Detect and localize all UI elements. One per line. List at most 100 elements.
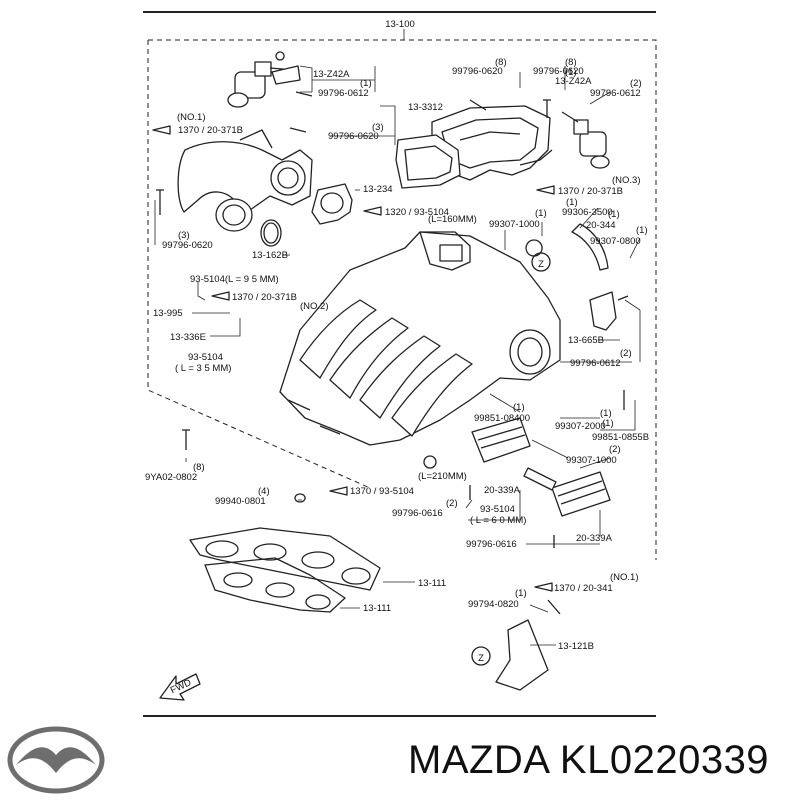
callout: 20-344 <box>586 220 616 231</box>
callout: ( L = 3 5 MM) <box>175 363 231 374</box>
callout: (8) <box>193 462 205 473</box>
callout: (2) <box>609 444 621 455</box>
callout: 99796-0616 <box>466 539 517 550</box>
callout: (3) <box>372 122 384 133</box>
callout: (NO.1) <box>177 112 206 123</box>
callout: 99796-0620 <box>162 240 213 251</box>
throttle-body-bore <box>509 329 551 375</box>
callout: (NO.2) <box>300 301 329 312</box>
assembly-number: 13-100 <box>385 19 415 30</box>
air-bypass-valve-left <box>227 51 301 108</box>
callout: (2) <box>630 78 642 89</box>
callout: 93-5104 <box>480 504 515 515</box>
callout: (1) <box>513 402 525 413</box>
z-marker-upper-label: Z <box>538 259 544 270</box>
callout: (NO.1) <box>610 572 639 583</box>
callout: 13-336E <box>170 332 206 343</box>
callout: 99796-0620 <box>452 66 503 77</box>
plenum-gasket <box>395 134 461 189</box>
callout: 99796-0620 <box>328 131 379 142</box>
callout: 1370 / 20-371B <box>178 125 243 136</box>
callout: (1) <box>360 78 372 89</box>
hose-20-344 <box>571 223 609 271</box>
callout: 13-111 <box>418 578 446 589</box>
callout: 1370 / 93-5104 <box>350 486 414 497</box>
callout: 13-3312 <box>408 102 443 113</box>
upper-plenum-cover <box>431 105 553 181</box>
z-marker-lower-label: Z <box>478 653 484 664</box>
callout: 20-339A <box>576 533 613 544</box>
callout: 99796-0612 <box>590 88 641 99</box>
callout: 13-234 <box>363 184 393 195</box>
callout: 13-Z42A <box>555 76 592 87</box>
callout: 1320 / 93-5104 <box>385 207 449 218</box>
cover-20-339A-upper <box>471 417 531 463</box>
callout: 99796-0616 <box>392 508 443 519</box>
callout-labels: 13-Z42A (1) 99796-0612 (NO.1) 1370 / 20-… <box>145 57 649 652</box>
callout: 1370 / 20-371B <box>232 292 297 303</box>
callout: (8) <box>565 57 577 68</box>
callout: 93-5104(L = 9 5 MM) <box>190 274 279 285</box>
callout: ( L = 6 0 MM) <box>470 515 526 526</box>
callout: 99851-0855B <box>592 432 649 443</box>
callout: (L=210MM) <box>418 471 467 482</box>
callout: (1) <box>566 197 578 208</box>
mazda-logo-icon <box>7 726 105 794</box>
callout: 93-5104 <box>188 352 223 363</box>
callout: 1370 / 20-371B <box>558 186 623 197</box>
z-marker-lower <box>471 646 491 666</box>
callout: (8) <box>495 57 507 68</box>
reference-arrow-icons <box>152 125 555 592</box>
callout: 99307-0800 <box>590 236 641 247</box>
bracket-13-121B <box>495 619 549 691</box>
callout: (1) <box>602 418 614 429</box>
callout: (1) <box>608 209 620 220</box>
callout: 9YA02-0802 <box>145 472 197 483</box>
brand-part-number: MAZDA KL0220339 <box>408 738 770 782</box>
callout: (1) <box>636 225 648 236</box>
assembly-boundary <box>147 39 657 560</box>
intake-manifold-lower <box>279 231 561 469</box>
gasket-13-234 <box>311 183 353 225</box>
leader-lines <box>154 65 641 646</box>
air-bypass-valve-right <box>561 111 610 169</box>
callout: 99940-0801 <box>215 496 266 507</box>
callout: 13-111 <box>363 603 391 614</box>
callout: (2) <box>620 348 632 359</box>
callout: 13-121B <box>558 641 594 652</box>
callout: 99796-0612 <box>318 88 369 99</box>
gasket-ring <box>260 219 282 247</box>
callout: 99796-0620 <box>533 66 584 77</box>
callout: 20-339A <box>484 485 521 496</box>
callout: 99306-3500 <box>562 207 613 218</box>
callout: 13-995 <box>153 308 183 319</box>
gasket-13-111-upper <box>189 527 381 591</box>
callout: (L=160MM) <box>428 214 477 225</box>
callout: 99307-2000 <box>555 421 606 432</box>
callout: (1) <box>565 67 577 78</box>
callout: 13-Z42A <box>313 69 350 80</box>
callout: 1370 / 20-341 <box>554 583 613 594</box>
callout: (4) <box>258 486 270 497</box>
z-marker-upper <box>531 252 551 272</box>
callout: (3) <box>178 230 190 241</box>
callout: (1) <box>535 208 547 219</box>
callout: (1) <box>600 408 612 419</box>
bracket-13-665B <box>589 291 617 331</box>
air-intake-elbow <box>177 129 313 232</box>
gasket-13-111-lower <box>204 557 346 613</box>
fwd-arrow-icon: FWD <box>159 673 201 701</box>
callout: (2) <box>446 498 458 509</box>
callout: (1) <box>515 588 527 599</box>
callout: 99307-1000 <box>489 219 540 230</box>
bolts <box>156 91 629 615</box>
callout: 99851-08400 <box>474 413 530 424</box>
callout: 99794-0820 <box>468 599 519 610</box>
callout: 13-162B <box>252 250 288 261</box>
callout: 13-665B <box>568 335 604 346</box>
cover-20-339A-lower <box>551 471 611 517</box>
callout: 99307-1000 <box>566 455 617 466</box>
callout: 99796-0612 <box>570 358 621 369</box>
callout: (NO.3) <box>612 175 641 186</box>
